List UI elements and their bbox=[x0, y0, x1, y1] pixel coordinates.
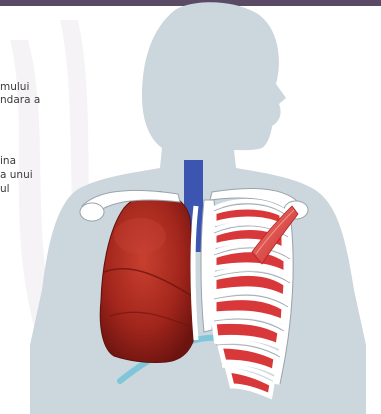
anatomy-illustration bbox=[0, 0, 381, 414]
